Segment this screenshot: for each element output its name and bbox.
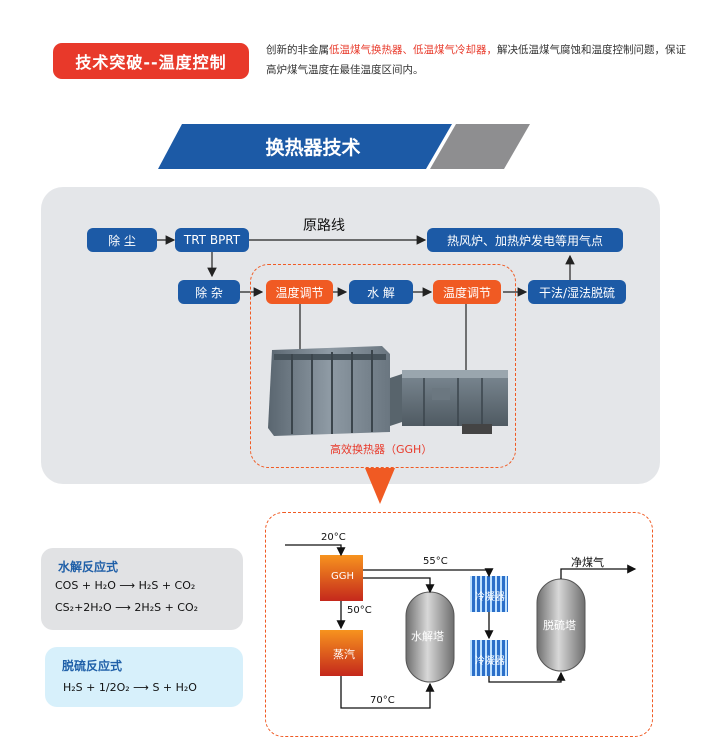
node-gas-users: 热风炉、加热炉发电等用气点 <box>427 228 623 252</box>
steam-label: 蒸汽 <box>333 648 355 661</box>
ggh-caption: 高效换热器（GGH） <box>330 443 433 456</box>
intro-text: 创新的非金属低温煤气换热器、低温煤气冷却器，解决低温煤气腐蚀和温度控制问题，保证… <box>266 40 686 80</box>
ggh-label: GGH <box>331 571 355 582</box>
desulfurization-tower-label: 脱硫塔 <box>543 619 576 632</box>
callout-pointer <box>365 468 395 504</box>
ggh-equipment-image <box>268 346 508 436</box>
process-diagram <box>285 544 637 709</box>
desulfurization-reaction-box: 脱硫反应式 H₂S + 1/2O₂ ⟶ S + H₂O <box>45 647 243 707</box>
cooler-1-label: 冷凝器 <box>475 592 505 603</box>
section-badge: 技术突破--温度控制 <box>53 43 249 79</box>
temp-55c: 55°C <box>423 556 448 567</box>
desulf-eq-right: S + H₂O <box>152 681 197 694</box>
node-trt-bprt: TRT BPRT <box>175 228 249 252</box>
banner-title: 换热器技术 <box>265 137 361 159</box>
arrow-icon: ⟶ <box>133 681 149 694</box>
banner-graphic <box>158 124 530 169</box>
node-temp-control-2: 温度调节 <box>433 280 501 304</box>
hydrolysis-equation-1: COS + H₂O ⟶ H₂S + CO₂ <box>55 579 195 592</box>
clean-gas-label: 净煤气 <box>571 556 604 569</box>
temp-20c: 20°C <box>321 532 346 543</box>
arrow-icon: ⟶ <box>119 579 136 592</box>
arrow-icon: ⟶ <box>115 601 131 614</box>
route-label: 原路线 <box>303 218 345 234</box>
intro-prefix: 创新的非金属 <box>266 44 329 56</box>
desulf-eq-left: H₂S + 1/2O₂ <box>63 681 130 694</box>
hydrolysis-equation-2: CS₂+2H₂O ⟶ 2H₂S + CO₂ <box>55 601 198 614</box>
intro-suffix: 解决低温煤气腐蚀和温度控制问题，保证高炉煤气温度在最佳温度区间内。 <box>266 44 686 76</box>
eq2-left: CS₂+2H₂O <box>55 601 112 614</box>
hydrolysis-reaction-box: 水解反应式 COS + H₂O ⟶ H₂S + CO₂ CS₂+2H₂O ⟶ 2… <box>41 548 243 630</box>
process-dashed-frame <box>265 512 653 737</box>
temp-70c: 70°C <box>370 695 395 706</box>
node-desulfurization: 干法/湿法脱硫 <box>528 280 626 304</box>
eq1-right: H₂S + CO₂ <box>138 579 196 592</box>
steam-block <box>320 630 363 676</box>
cooler-2 <box>470 640 508 676</box>
eq1-left: COS + H₂O <box>55 579 116 592</box>
ggh-dashed-frame <box>250 264 516 468</box>
desulfurization-equation: H₂S + 1/2O₂ ⟶ S + H₂O <box>63 681 197 694</box>
hydrolysis-title: 水解反应式 <box>58 560 119 574</box>
node-temp-control-1: 温度调节 <box>266 280 333 304</box>
cooler-2-label: 冷凝器 <box>475 656 505 667</box>
cooler-1 <box>470 576 508 612</box>
flow-connectors <box>157 235 575 372</box>
node-dust-removal: 除 尘 <box>87 228 157 252</box>
node-hydrolysis: 水 解 <box>349 280 413 304</box>
ggh-block <box>320 555 363 601</box>
temp-50c: 50°C <box>347 605 372 616</box>
hydrolysis-tower-label: 水解塔 <box>411 630 444 643</box>
desulfurization-title: 脱硫反应式 <box>62 659 123 673</box>
intro-highlight: 低温煤气换热器、低温煤气冷却器， <box>329 44 497 56</box>
node-impurity-removal: 除 杂 <box>178 280 240 304</box>
eq2-right: 2H₂S + CO₂ <box>134 601 199 614</box>
